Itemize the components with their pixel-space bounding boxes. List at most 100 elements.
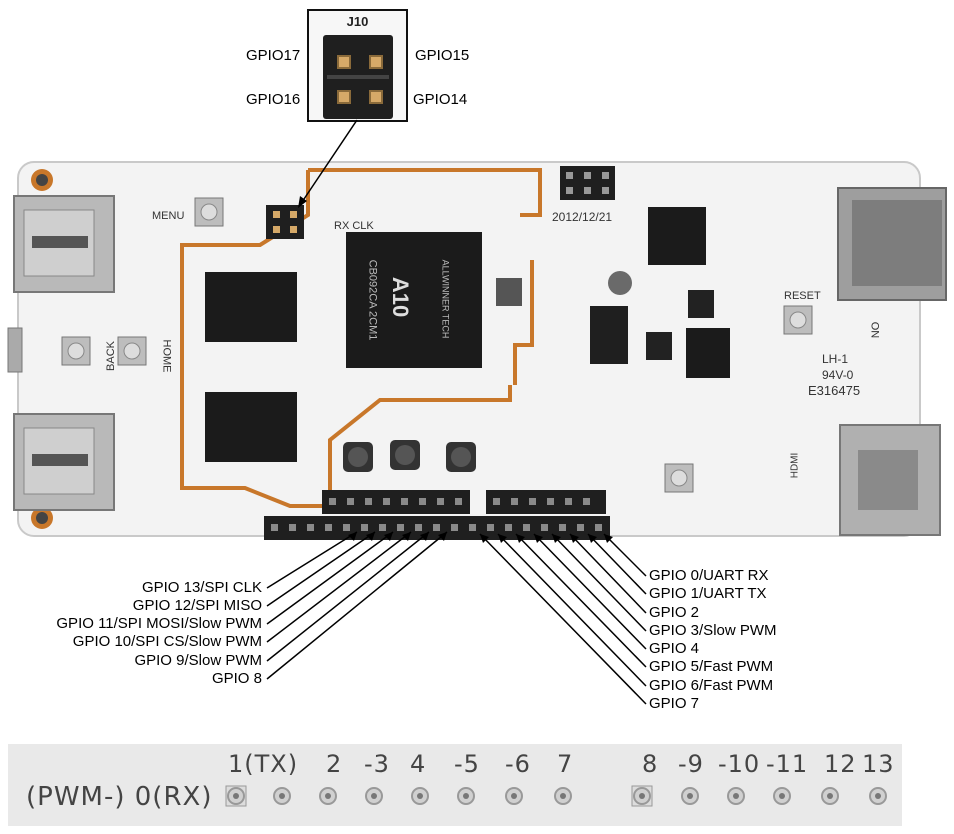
pointer-arrowhead xyxy=(552,534,561,543)
silk-lh1: LH-1 xyxy=(822,352,849,366)
ic-small xyxy=(496,278,522,306)
label-gpio5: GPIO 5/Fast PWM xyxy=(649,658,774,675)
j10-pin xyxy=(337,55,351,69)
header-pin xyxy=(547,498,554,505)
pointer-arrowhead xyxy=(516,534,525,543)
j10-header xyxy=(323,35,393,119)
ic-small xyxy=(688,290,714,318)
copper-trace xyxy=(513,260,534,385)
label-gpio12: GPIO 12/SPI MISO xyxy=(132,597,262,614)
pointer-lines xyxy=(266,531,647,705)
silk-menu: MENU xyxy=(152,210,185,222)
pointer-arrowhead xyxy=(498,534,507,543)
header-pin xyxy=(583,498,590,505)
header-pin xyxy=(455,498,462,505)
strip-holes xyxy=(225,785,887,807)
header-pin xyxy=(541,524,548,531)
strip-pad-hole xyxy=(325,793,331,799)
pointer-line xyxy=(533,533,647,650)
header-pin xyxy=(487,524,494,531)
pointer-arrowhead xyxy=(480,534,489,543)
label-gpio7: GPIO 7 xyxy=(649,695,700,712)
pointer-line xyxy=(266,531,448,680)
header-pins xyxy=(271,498,602,531)
j10-label-gpio16: GPIO16 xyxy=(246,91,301,108)
pointer-arrowhead xyxy=(604,534,613,543)
header-pin xyxy=(523,524,530,531)
pointer-line xyxy=(569,533,647,614)
strip-number: 7 xyxy=(557,750,574,778)
header-pin xyxy=(347,498,354,505)
pointer-line xyxy=(266,531,376,607)
header-pin xyxy=(329,498,336,505)
j10-inset: J10 xyxy=(307,9,408,122)
header-pin xyxy=(397,524,404,531)
cpu-markings: A10 CB092CA 2CM1 ALLWINNER TECH xyxy=(346,232,482,368)
header-pin xyxy=(365,498,372,505)
j10-arrow xyxy=(299,119,358,206)
pin-strip xyxy=(8,744,902,826)
pointer-arrowhead xyxy=(402,532,411,541)
header-pin xyxy=(451,524,458,531)
header-pin xyxy=(383,498,390,505)
header-pin xyxy=(469,524,476,531)
header-pin xyxy=(343,524,350,531)
silk-cert: E316475 xyxy=(808,383,861,398)
strip-left-text: (PWM-) 0(RX) xyxy=(26,782,213,812)
strip-number: -10 xyxy=(718,750,761,778)
silk-rating: 94V-0 xyxy=(822,368,854,382)
strip-pad-hole xyxy=(639,793,645,799)
j6-header xyxy=(560,166,615,200)
strip-pad-hole xyxy=(560,793,566,799)
j10-board-header xyxy=(266,205,304,239)
strip-number: 13 xyxy=(862,750,895,778)
silk-rx-clk: RX CLK xyxy=(334,220,374,232)
pointer-line xyxy=(266,531,358,589)
pointer-line xyxy=(497,533,647,687)
header-pin xyxy=(529,498,536,505)
j10-title: J10 xyxy=(346,14,369,29)
a10-cpu xyxy=(346,232,482,368)
label-gpio2: GPIO 2 xyxy=(649,604,700,621)
cpu-brand: ALLWINNER TECH xyxy=(440,259,451,339)
silk-on: ON xyxy=(868,321,881,339)
header-pin xyxy=(505,524,512,531)
strip-number: 8 xyxy=(642,750,659,778)
cpu-code: CB092CA 2CM1 xyxy=(366,259,379,341)
header-pin xyxy=(307,524,314,531)
header-pin xyxy=(361,524,368,531)
pointer-arrowhead xyxy=(534,534,543,543)
j10-pin xyxy=(369,90,383,104)
label-gpio4: GPIO 4 xyxy=(649,640,700,657)
ic-u12 xyxy=(648,207,706,265)
silk-home: HOME xyxy=(160,339,173,373)
header-pin xyxy=(577,524,584,531)
copper-trace xyxy=(180,170,512,508)
header-pin xyxy=(289,524,296,531)
strip-number: 12 xyxy=(824,750,857,778)
silk-back: BACK xyxy=(104,341,117,371)
j10-label-gpio14: GPIO14 xyxy=(413,91,468,108)
pointer-line xyxy=(266,531,412,643)
pointer-line xyxy=(266,531,430,662)
pointer-arrowhead xyxy=(438,532,447,541)
strip-number: -5 xyxy=(454,750,480,778)
label-gpio6: GPIO 6/Fast PWM xyxy=(649,677,774,694)
header-pin xyxy=(595,524,602,531)
header-pin xyxy=(433,524,440,531)
pointer-line xyxy=(515,533,647,668)
strip-pad-hole xyxy=(779,793,785,799)
copper-trace xyxy=(308,168,542,217)
header-pin xyxy=(559,524,566,531)
label-gpio3: GPIO 3/Slow PWM xyxy=(649,622,777,639)
strip-number: -9 xyxy=(678,750,704,778)
header-pin xyxy=(565,498,572,505)
pointer-line xyxy=(266,531,394,625)
strip-number: -6 xyxy=(505,750,531,778)
silk-hdmi: HDMI xyxy=(789,452,801,479)
j7-header xyxy=(590,306,628,364)
label-gpio1: GPIO 1/UART TX xyxy=(649,585,767,602)
silk-reset: RESET xyxy=(784,290,821,302)
header-left-top xyxy=(322,490,470,514)
